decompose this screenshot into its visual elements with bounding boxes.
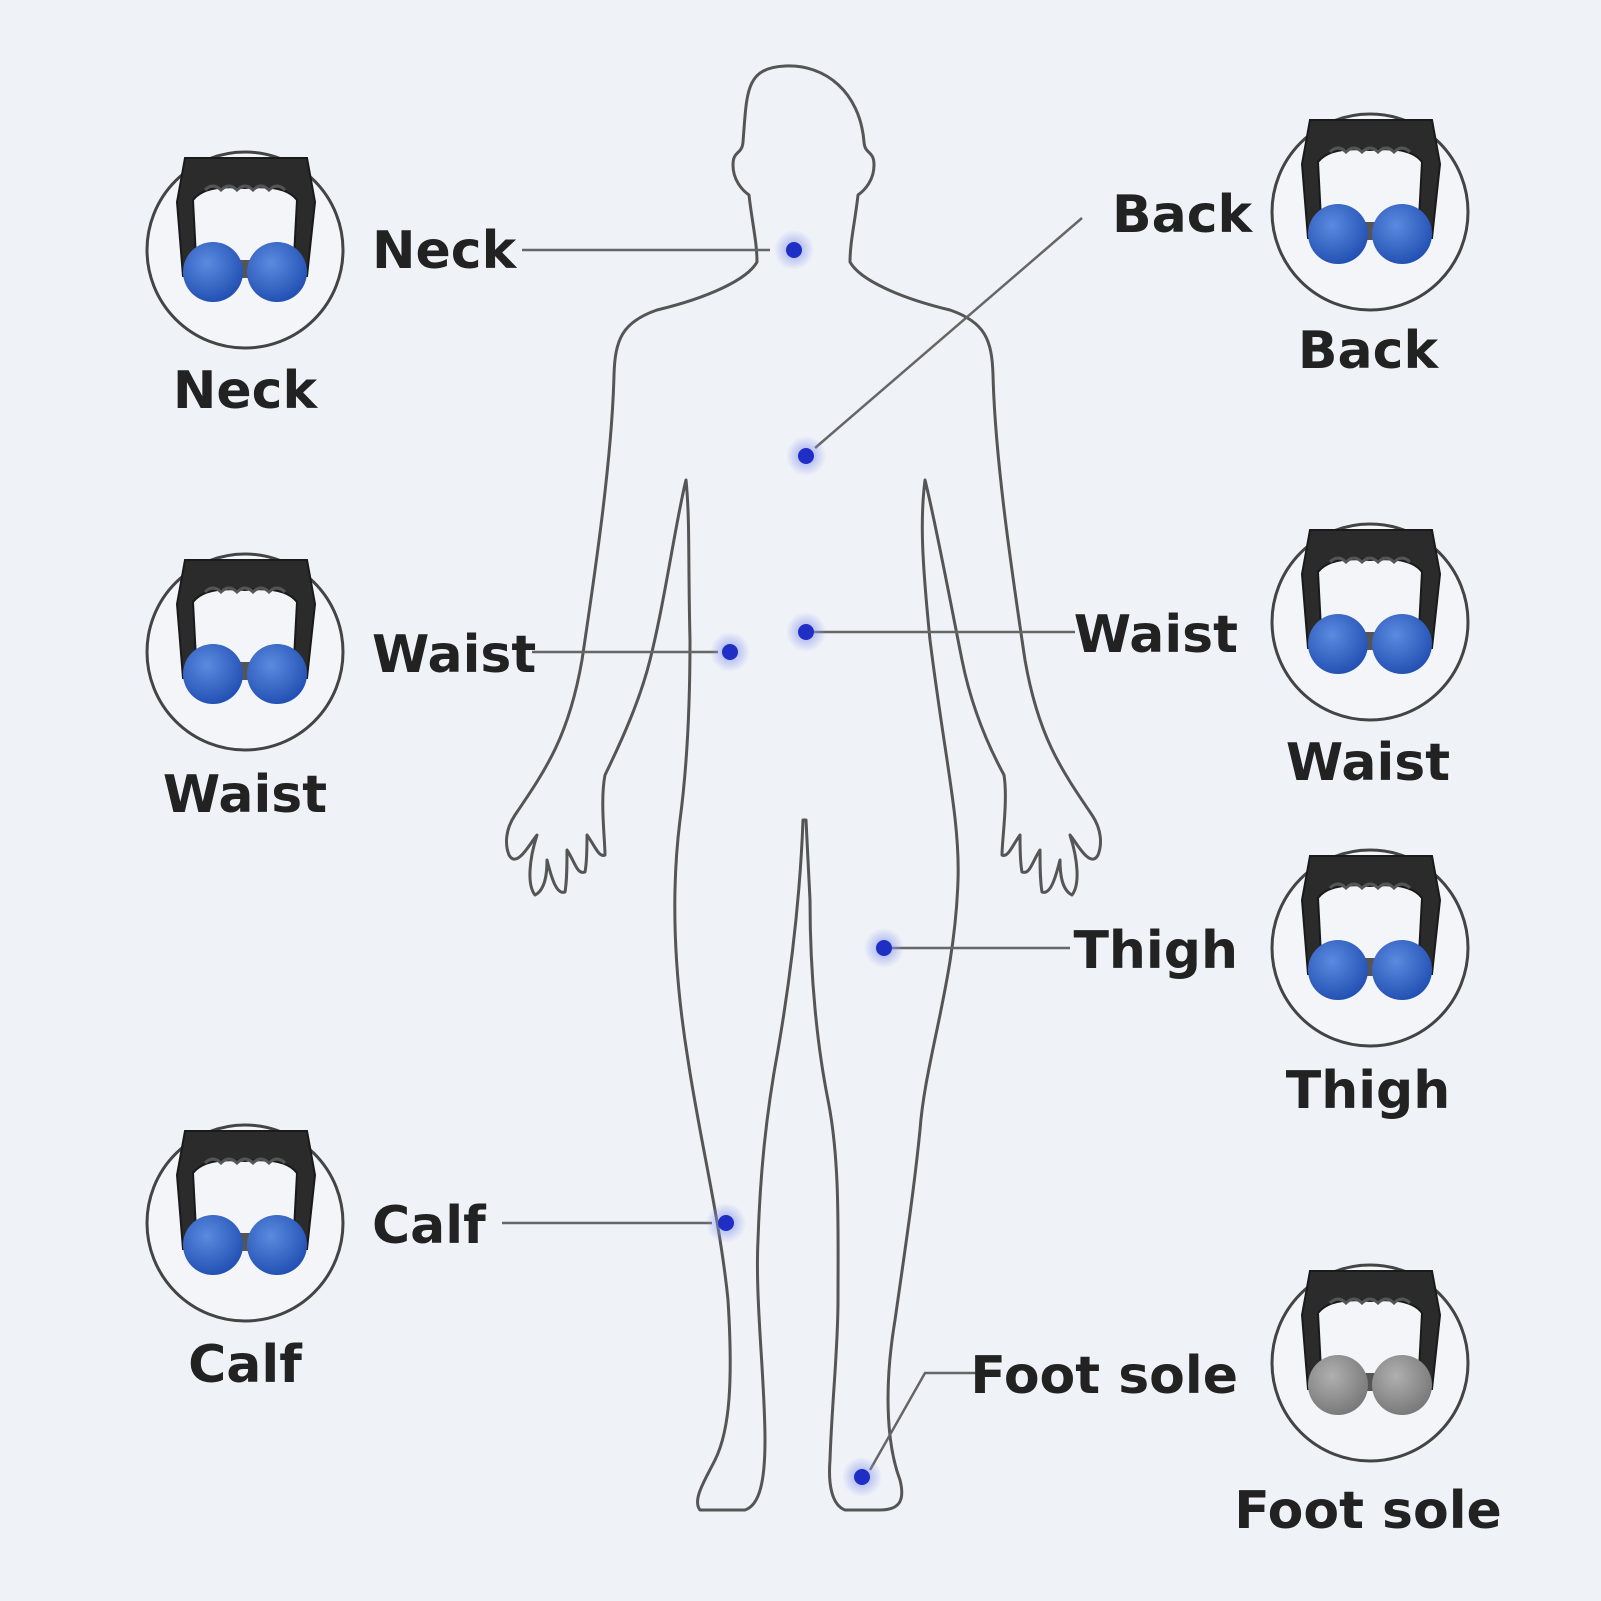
icon-captions: Neck Back Waist Waist Thigh Calf Foot so… [163,321,1502,1541]
label-waist-right: Waist [1074,605,1238,665]
point-dot-back [786,436,826,476]
label-waist-left: Waist [372,625,536,685]
leader-lines [502,217,1083,1471]
human-body-outline [505,64,1102,1512]
label-calf: Calf [372,1196,487,1256]
double-ball-massager-icon-waist-left [145,552,345,752]
caption-foot-sole: Foot sole [1234,1481,1502,1541]
label-thigh: Thigh [1073,921,1238,981]
caption-waist-left: Waist [163,765,327,825]
label-foot-sole: Foot sole [970,1346,1238,1406]
point-dot-calf [706,1203,746,1243]
point-dot-foot-sole [842,1457,882,1497]
double-ball-massager-icon-back [1270,112,1470,312]
point-dot-neck [774,230,814,270]
double-ball-massager-icon-thigh [1270,848,1470,1048]
massager-icons [145,112,1470,1463]
point-dot-thigh [864,928,904,968]
massage-point-dots [706,230,904,1497]
caption-waist-right: Waist [1286,733,1450,793]
double-ball-massager-icon-calf [145,1123,345,1323]
double-ball-massager-icon-neck [145,150,345,350]
double-ball-massager-icon-foot-sole [1270,1263,1470,1463]
label-neck: Neck [372,221,518,281]
point-dot-waist-left [710,632,750,672]
label-back: Back [1112,185,1254,245]
caption-thigh: Thigh [1286,1061,1451,1121]
caption-back: Back [1298,321,1440,381]
caption-calf: Calf [188,1335,303,1395]
leader-line-foot-sole [868,1371,980,1471]
leader-line-back [814,217,1083,449]
caption-neck: Neck [173,361,319,421]
point-dot-waist-right [786,612,826,652]
point-labels: Neck Back Waist Waist Thigh Calf Foot so… [372,185,1254,1406]
double-ball-massager-icon-waist-right [1270,522,1470,722]
